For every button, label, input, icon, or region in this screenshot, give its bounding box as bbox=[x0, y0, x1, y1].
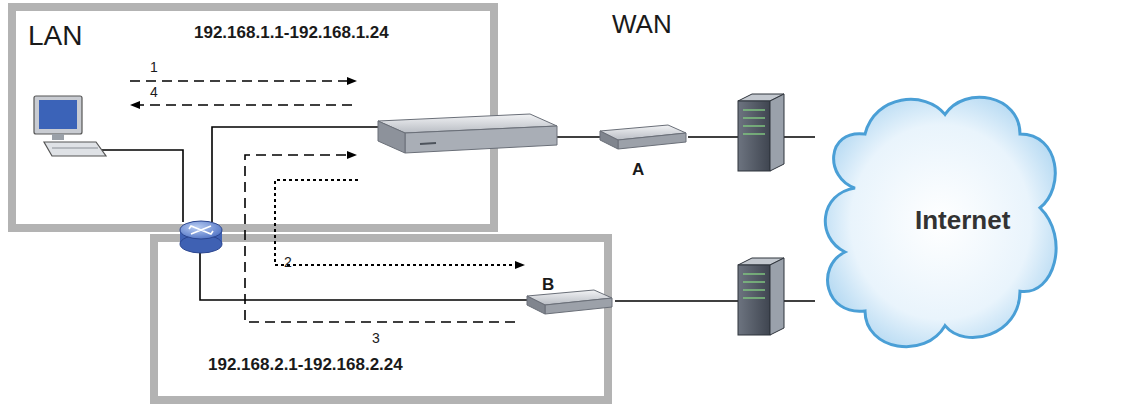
server-icon bbox=[738, 94, 784, 171]
network-zone: 192.168.2.1-192.168.2.24 B bbox=[150, 234, 612, 404]
server-icon bbox=[738, 258, 784, 335]
callout-number: 1 bbox=[150, 60, 158, 75]
cable bbox=[102, 150, 183, 222]
modem-top bbox=[527, 290, 612, 305]
gateway-appliance bbox=[378, 114, 557, 153]
modem-icon bbox=[527, 290, 612, 314]
internet-cloud: Internet bbox=[815, 80, 1065, 365]
callout-number: 4 bbox=[150, 85, 158, 100]
server-front bbox=[738, 265, 770, 335]
traffic-arrow bbox=[130, 77, 525, 322]
server-bays bbox=[743, 274, 765, 298]
ip-range: 192.168.1.1-192.168.1.24 bbox=[194, 24, 389, 43]
server-side bbox=[770, 258, 784, 335]
appliance-side bbox=[378, 121, 405, 153]
appliance-top bbox=[378, 114, 557, 133]
server-bays bbox=[743, 110, 765, 134]
modem-top bbox=[600, 125, 686, 140]
cloud-label: Internet bbox=[915, 206, 1010, 235]
network-link bbox=[615, 300, 815, 302]
monitor-stand bbox=[52, 134, 64, 140]
cable bbox=[212, 127, 380, 222]
zone-title: WAN bbox=[612, 10, 672, 39]
network-zone: LAN 192.168.1.1-192.168.1.24 bbox=[8, 3, 498, 232]
modem-node: B bbox=[518, 276, 615, 318]
keyboard-keys bbox=[52, 148, 98, 149]
keyboard bbox=[44, 142, 106, 156]
cloud-outline bbox=[825, 97, 1056, 346]
zone-title: LAN bbox=[28, 21, 82, 52]
cable bbox=[200, 250, 527, 300]
callout-number: 3 bbox=[372, 331, 380, 346]
network-link bbox=[688, 136, 815, 138]
screen bbox=[39, 100, 77, 129]
modem-side bbox=[600, 131, 618, 149]
traffic-arrow bbox=[130, 80, 349, 82]
computer-icon bbox=[34, 96, 106, 156]
ip-range: 192.168.2.1-192.168.2.24 bbox=[208, 356, 403, 375]
router-arrows bbox=[189, 226, 213, 234]
server-side bbox=[770, 94, 784, 171]
arrow-head bbox=[347, 77, 357, 85]
server-top bbox=[738, 94, 784, 101]
arrow-head bbox=[130, 101, 140, 109]
monitor bbox=[34, 96, 82, 134]
router-icon bbox=[180, 221, 222, 253]
server-front bbox=[738, 101, 770, 171]
device-label: B bbox=[542, 276, 554, 295]
router-bottom bbox=[180, 235, 222, 253]
modem-node: A bbox=[596, 120, 688, 186]
traffic-arrow bbox=[138, 104, 352, 106]
traffic-arrow bbox=[275, 180, 516, 265]
modem-front bbox=[545, 298, 612, 314]
arrow-head bbox=[515, 261, 525, 269]
modem-side bbox=[527, 296, 545, 314]
server-top bbox=[738, 258, 784, 265]
device-label: A bbox=[632, 161, 644, 180]
modem-icon bbox=[600, 125, 686, 149]
cable bbox=[102, 127, 600, 300]
appliance-front bbox=[405, 126, 557, 153]
traffic-arrow bbox=[245, 155, 515, 322]
router-body bbox=[180, 230, 222, 244]
cable bbox=[555, 136, 600, 138]
arrow-head bbox=[347, 151, 357, 159]
appliance-led bbox=[420, 143, 436, 144]
router-top bbox=[180, 221, 222, 239]
modem-front bbox=[618, 133, 686, 149]
callout-number: 2 bbox=[284, 255, 292, 270]
